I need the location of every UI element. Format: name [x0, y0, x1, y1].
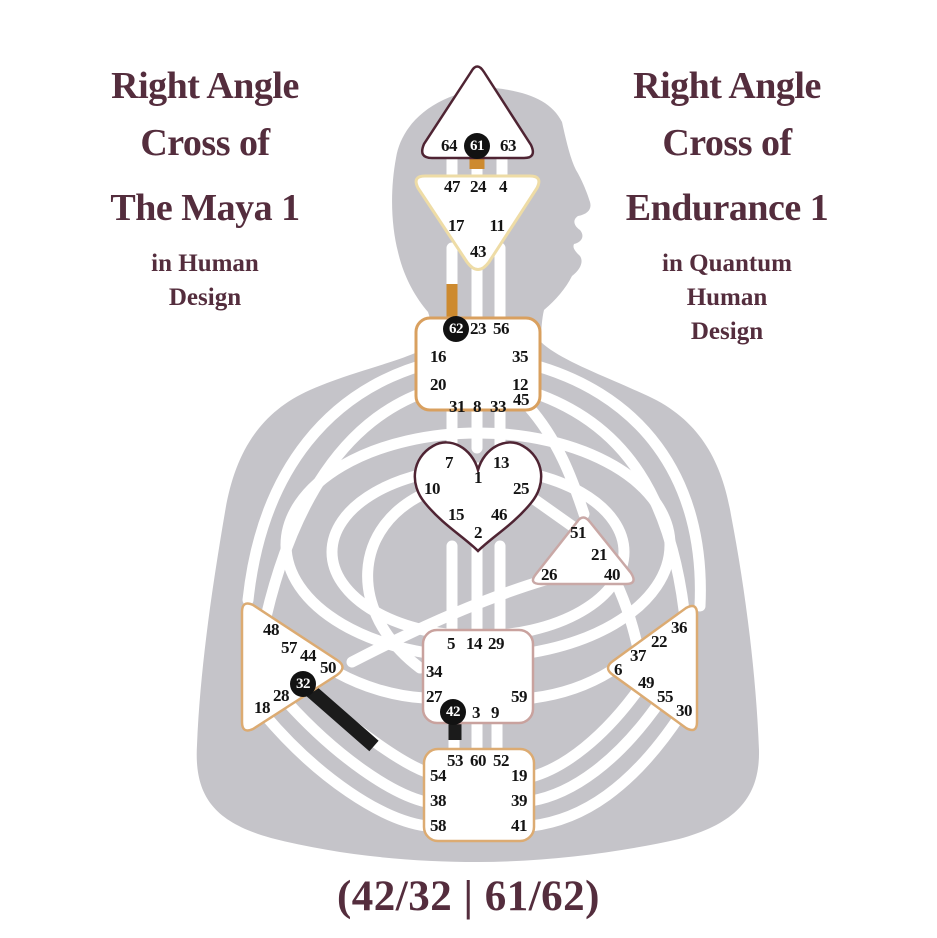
root-center-shape [422, 747, 536, 843]
gate-4: 4 [499, 177, 508, 196]
cross-gates-label: (42/32 | 61/62) [336, 873, 600, 920]
gate-61-activated: 61 [464, 133, 490, 159]
gate-39: 39 [511, 791, 528, 810]
gate-53: 53 [447, 751, 464, 770]
right-title-line1: Right Angle [633, 65, 821, 107]
gate-25: 25 [513, 479, 530, 498]
gate-37: 37 [630, 646, 647, 665]
right-title-sub2: Human [686, 284, 768, 311]
gate-16: 16 [430, 347, 447, 366]
spleen-center-shape [240, 602, 344, 732]
gate-24: 24 [470, 177, 487, 196]
gate-54: 54 [430, 766, 447, 785]
gate-15: 15 [448, 505, 465, 524]
gate-48: 48 [263, 620, 280, 639]
left-title-line1: Right Angle [111, 65, 299, 107]
gate-8: 8 [473, 397, 482, 416]
gate-44: 44 [300, 646, 317, 665]
gate-20: 20 [430, 375, 447, 394]
gate-26: 26 [541, 565, 558, 584]
gate-62-activated: 62 [443, 316, 469, 342]
gate-40: 40 [604, 565, 621, 584]
gate-56: 56 [493, 319, 510, 338]
gate-38: 38 [430, 791, 447, 810]
right-title-line2: Cross of [662, 122, 792, 164]
gate-59: 59 [511, 687, 528, 706]
ajna-center-shape [414, 174, 541, 271]
right-cross-title: Right Angle Cross of Endurance 1 in Quan… [577, 58, 877, 349]
gate-55: 55 [657, 687, 674, 706]
gate-21: 21 [591, 545, 608, 564]
gate-23: 23 [470, 319, 487, 338]
gate-45: 45 [513, 390, 530, 409]
gate-7: 7 [445, 453, 454, 472]
gate-36: 36 [671, 618, 688, 637]
gate-11: 11 [489, 216, 505, 235]
gate-28: 28 [273, 686, 290, 705]
gate-60: 60 [470, 751, 487, 770]
left-title-line2: Cross of [140, 122, 270, 164]
right-title-sub3: Design [690, 318, 764, 345]
gate-64: 64 [441, 136, 458, 155]
gate-35: 35 [512, 347, 529, 366]
gate-14: 14 [466, 634, 483, 653]
gate-32-channel-segment [305, 684, 379, 752]
gate-47: 47 [444, 177, 461, 196]
left-title-line3: The Maya 1 [110, 187, 300, 229]
gate-12: 12 [512, 375, 529, 394]
left-cross-title: Right Angle Cross of The Maya 1 in Human… [55, 58, 355, 315]
head-center-shape [421, 65, 535, 160]
gate-43: 43 [470, 242, 487, 261]
gate-13: 13 [493, 453, 510, 472]
gate-6: 6 [614, 660, 623, 679]
right-title-line3: Endurance 1 [625, 187, 829, 229]
gate-27: 27 [426, 687, 443, 706]
gate-49: 49 [638, 673, 655, 692]
throat-center-shape [414, 316, 542, 412]
gate-3: 3 [472, 703, 481, 722]
will-center-shape [531, 516, 635, 586]
left-title-sub2: Design [168, 284, 242, 311]
gate-51: 51 [570, 523, 587, 542]
gate-57: 57 [281, 638, 298, 657]
gate-32-activated: 32 [290, 671, 316, 697]
gate-2: 2 [474, 523, 483, 542]
gate-5: 5 [447, 634, 456, 653]
gate-22: 22 [651, 632, 668, 651]
gate-63: 63 [500, 136, 517, 155]
defined-channel-segments [305, 158, 485, 752]
right-title-sub1: in Quantum [662, 250, 792, 277]
gate-41: 41 [511, 816, 528, 835]
g-center-shape [413, 441, 543, 553]
gate-33: 33 [490, 397, 507, 416]
gate-18: 18 [254, 698, 271, 717]
left-title-sub1: in Human [151, 250, 259, 277]
gate-50: 50 [320, 658, 337, 677]
gate-19: 19 [511, 766, 528, 785]
gate-9: 9 [491, 703, 500, 722]
gate-34: 34 [426, 662, 443, 681]
gate-52: 52 [493, 751, 510, 770]
gate-10: 10 [424, 479, 441, 498]
gate-46: 46 [491, 505, 508, 524]
gate-29: 29 [488, 634, 505, 653]
gate-31: 31 [449, 397, 466, 416]
gate-17: 17 [448, 216, 465, 235]
centers [240, 65, 699, 843]
gate-58: 58 [430, 816, 447, 835]
gate-1: 1 [474, 468, 483, 487]
gate-30: 30 [676, 701, 693, 720]
gate-42-activated: 42 [440, 699, 466, 725]
solar-plexus-center-shape [606, 604, 699, 732]
